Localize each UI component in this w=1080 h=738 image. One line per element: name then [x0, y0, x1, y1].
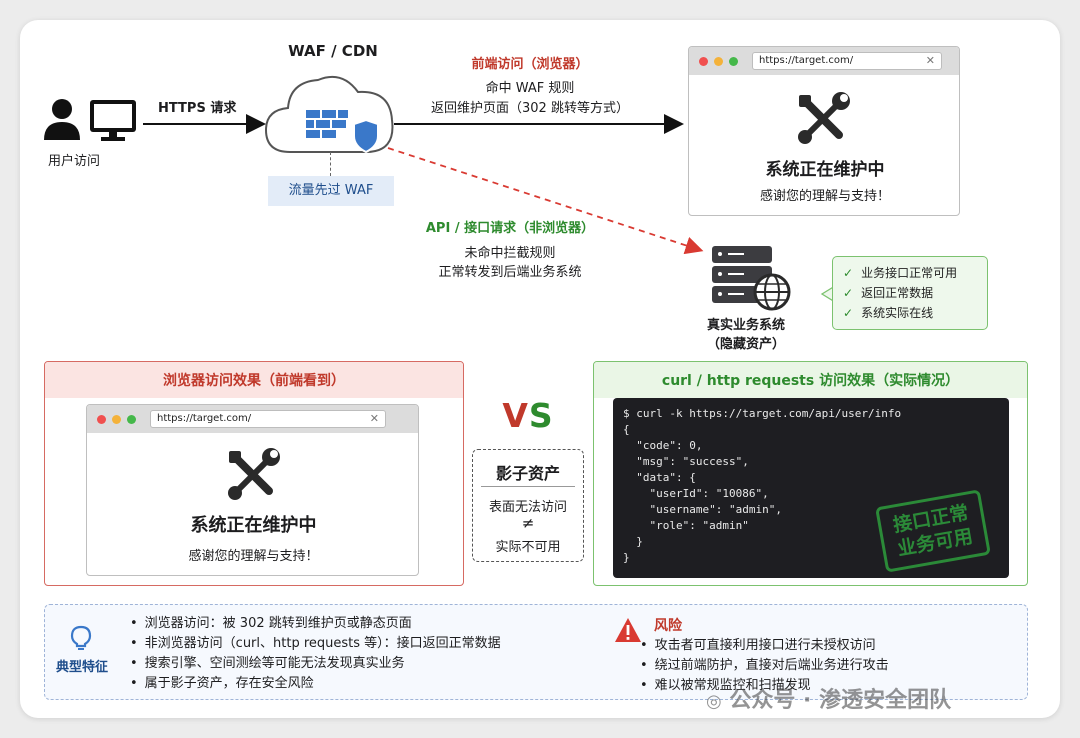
minimize-dot [714, 56, 723, 66]
api-line2: 正常转发到后端业务系统 [438, 265, 582, 280]
api-line1: 未命中拦截规则 [464, 246, 556, 261]
maximize-dot [729, 56, 738, 66]
frontend-line2: 返回维护页面（302 跳转等方式） [431, 101, 629, 116]
shadow-line1: 表面无法访问 [488, 500, 567, 515]
shadow-divider [481, 486, 575, 487]
address-bar: https://target.com/ ✕ [752, 52, 942, 70]
shadow-asset-box: 影子资产 表面无法访问 ≠ 实际不可用 [472, 449, 584, 562]
maintenance-title: 系统正在维护中 [190, 515, 317, 536]
server-label-2: （隐藏资产） [706, 337, 785, 352]
wechat-icon: ◎ [706, 691, 722, 712]
maintenance-browser-top: https://target.com/ ✕ 系统正在维护中 感谢您的理解与支持！ [688, 46, 960, 216]
minimize-dot [112, 414, 121, 424]
shadow-asset-title: 影子资产 [495, 464, 560, 483]
watermark-text: 公众号 · 渗透安全团队 [729, 688, 952, 713]
tools-icon [798, 92, 850, 144]
check-item: 业务接口正常可用 [843, 263, 977, 283]
feature-item: 搜索引擎、空间测绘等可能无法发现真实业务 [130, 654, 550, 674]
waf-note-connector [330, 152, 331, 176]
frontend-title: 前端访问（浏览器） [471, 57, 589, 72]
maximize-dot [127, 414, 136, 424]
user-label: 用户访问 [47, 154, 100, 169]
risk-list: 攻击者可直接利用接口进行未授权访问 绕过前端防护，直接对后端业务进行攻击 难以被… [640, 636, 1020, 696]
curl-output: $ curl -k https://target.com/api/user/in… [613, 398, 1009, 578]
vs-label: VS [502, 396, 554, 435]
status-callout: 业务接口正常可用 返回正常数据 系统实际在线 [832, 256, 988, 330]
browser-toolbar: https://target.com/ ✕ [87, 405, 418, 433]
address-url: https://target.com/ [157, 413, 252, 424]
feature-item: 属于影子资产，存在安全风险 [130, 674, 550, 694]
server-icon [712, 246, 791, 311]
risk-title: 风险 [654, 618, 682, 634]
not-equal-sign: ≠ [521, 514, 535, 532]
close-icon: ✕ [369, 412, 379, 425]
feature-item: 浏览器访问：被 302 跳转到维护页或静态页面 [130, 614, 550, 634]
browser-effect-header: 浏览器访问效果（前端看到） [45, 362, 463, 398]
risk-item: 攻击者可直接利用接口进行未授权访问 [640, 636, 1020, 656]
frontend-line1: 命中 WAF 规则 [485, 81, 575, 96]
feature-item: 非浏览器访问（curl、http requests 等）：接口返回正常数据 [130, 634, 550, 654]
waf-note: 流量先过 WAF [268, 176, 394, 206]
risk-item: 绕过前端防护，直接对后端业务进行攻击 [640, 656, 1020, 676]
tools-icon [228, 448, 280, 500]
check-item: 系统实际在线 [843, 303, 977, 323]
status-check-list: 业务接口正常可用 返回正常数据 系统实际在线 [843, 263, 977, 323]
close-icon: ✕ [925, 54, 935, 67]
watermark: ◎ 公众号 · 渗透安全团队 [706, 682, 951, 714]
address-url: https://target.com/ [759, 55, 854, 66]
server-label-1: 真实业务系统 [706, 318, 785, 333]
user-computer-icon [44, 99, 136, 141]
close-dot [699, 56, 708, 66]
features-list: 浏览器访问：被 302 跳转到维护页或静态页面 非浏览器访问（curl、http… [130, 614, 550, 694]
shadow-line2: 实际不可用 [495, 540, 561, 555]
curl-effect-panel: curl / http requests 访问效果（实际情况） [593, 361, 1028, 586]
browser-effect-panel: 浏览器访问效果（前端看到） [44, 361, 464, 586]
https-label: HTTPS 请求 [158, 101, 237, 116]
waf-cloud-icon [264, 76, 394, 154]
maintenance-title: 系统正在维护中 [765, 160, 885, 180]
warning-icon [615, 618, 641, 642]
features-title: 典型特征 [55, 660, 108, 675]
maintenance-browser-bottom: https://target.com/ ✕ 系统正在维护中 感谢您的理解与支持！ [86, 404, 419, 576]
waf-title: WAF / CDN [288, 42, 378, 60]
curl-effect-header: curl / http requests 访问效果（实际情况） [594, 362, 1027, 398]
check-item: 返回正常数据 [843, 283, 977, 303]
maintenance-subtitle: 感谢您的理解与支持！ [188, 549, 319, 564]
address-bar: https://target.com/ ✕ [150, 410, 386, 428]
browser-toolbar: https://target.com/ ✕ [689, 47, 959, 75]
lightbulb-icon [70, 625, 92, 650]
risk-item: 难以被常规监控和扫描发现 [640, 676, 1020, 696]
close-dot [97, 414, 106, 424]
api-title: API / 接口请求（非浏览器） [425, 221, 595, 236]
maintenance-subtitle: 感谢您的理解与支持！ [759, 189, 890, 204]
